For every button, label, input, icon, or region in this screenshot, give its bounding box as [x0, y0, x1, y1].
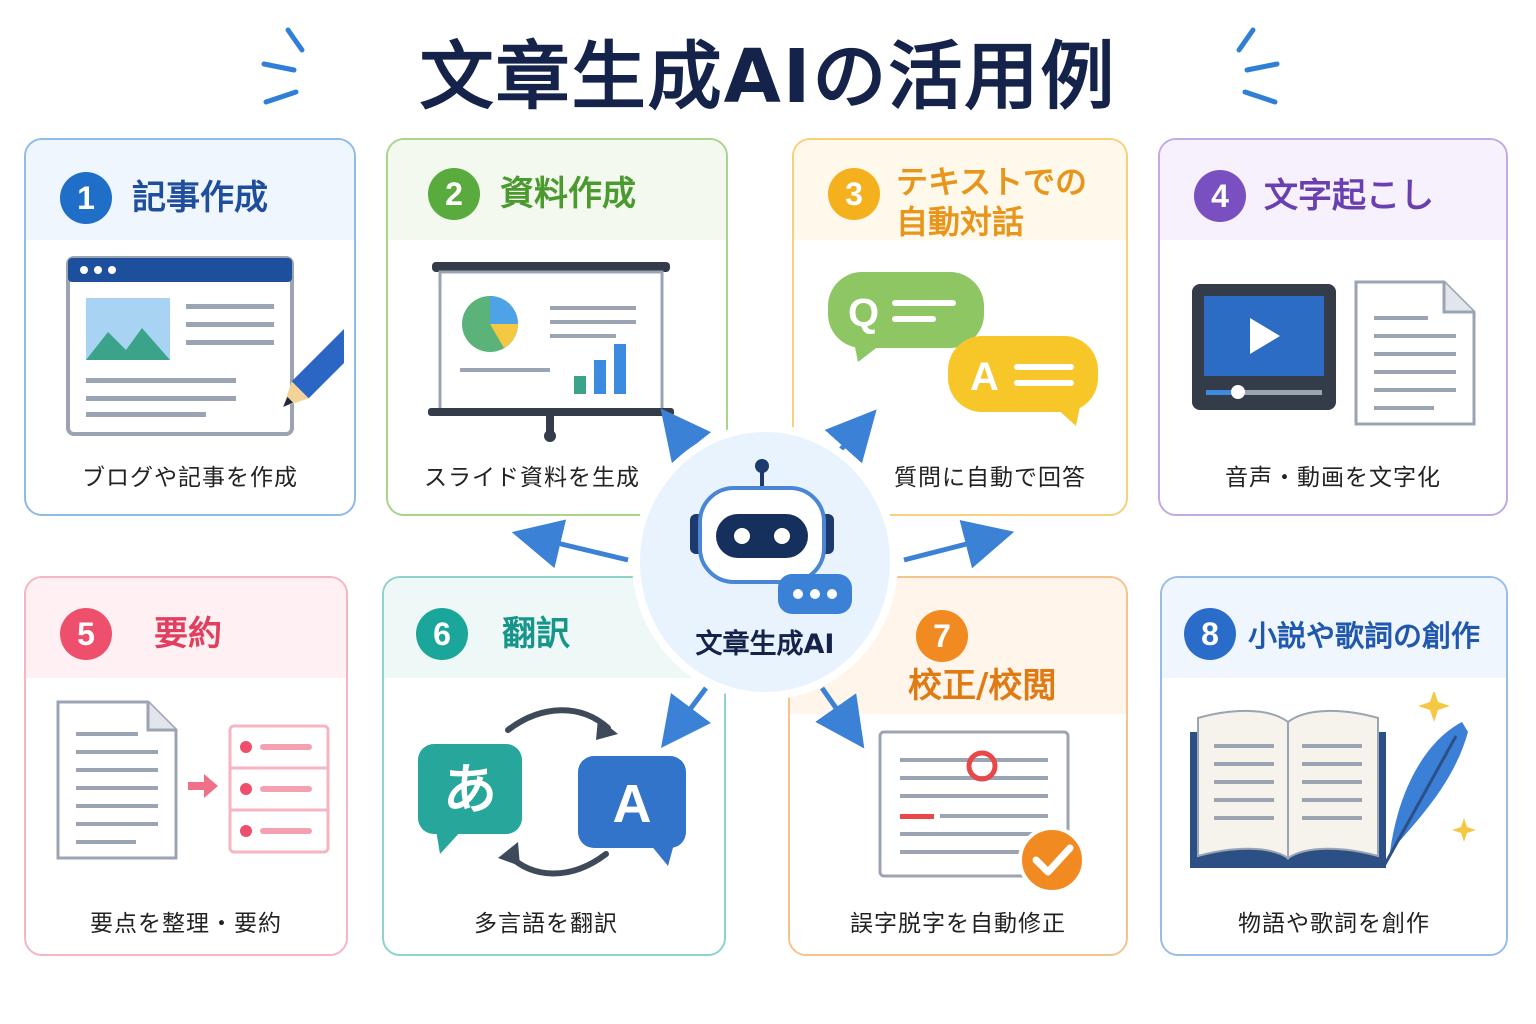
- open-book-quill-icon: [1190, 692, 1476, 868]
- right-sparkle-icon: [1236, 27, 1280, 105]
- video-transcript-icon: [1192, 280, 1476, 426]
- left-sparkle-icon: [261, 27, 305, 105]
- presentation-screen-icon: [428, 262, 674, 442]
- card-document-creation: 2 資料作成 スライド資料を生成: [386, 138, 728, 516]
- card-number-badge: 6: [416, 608, 468, 660]
- card-description: 質問に自動で回答: [894, 465, 1086, 491]
- card-number-badge: 5: [60, 608, 112, 660]
- card-title: 要約: [154, 614, 222, 654]
- center-label: 文章生成AI: [695, 629, 835, 660]
- chat-bubbles-icon: Q A: [828, 272, 1098, 426]
- japanese-char-label: あ: [443, 758, 497, 821]
- card-number-badge: 7: [916, 610, 968, 662]
- card-number-badge: 3: [828, 168, 880, 220]
- arrow-to-card-4: [903, 519, 1015, 569]
- card-title-line1: テキストでの: [896, 163, 1088, 201]
- card-description: ブログや記事を作成: [82, 465, 298, 491]
- robot-icon: [690, 459, 852, 614]
- arrow-to-card-1: [511, 519, 629, 569]
- arrow-to-card-6: [661, 686, 711, 748]
- card-title: 記事作成: [132, 178, 268, 218]
- card-description: 誤字脱字を自動修正: [850, 911, 1066, 937]
- card-proofreading: 7 校正/校閲 誤字脱字を自動修正: [788, 576, 1128, 956]
- card-number-badge: 1: [60, 172, 112, 224]
- card-description: 音声・動画を文字化: [1225, 465, 1441, 491]
- card-title-line2: 自動対話: [896, 203, 1025, 241]
- translation-bubbles-icon: あ A: [418, 707, 686, 877]
- card-title: 翻訳: [502, 614, 570, 654]
- card-description: スライド資料を生成: [424, 465, 640, 491]
- card-title: 校正/校閲: [908, 666, 1057, 706]
- card-description: 多言語を翻訳: [474, 911, 618, 937]
- proofread-document-icon: [878, 730, 1086, 894]
- card-title: 資料作成: [500, 174, 636, 214]
- card-title: 文字起こし: [1264, 176, 1434, 216]
- card-title: 小説や歌詞の創作: [1248, 619, 1481, 653]
- card-number-badge: 4: [1194, 170, 1246, 222]
- card-number-badge: 2: [428, 168, 480, 220]
- web-article-icon: [66, 256, 344, 436]
- card-summary: 5 要約 要点を整理・要約: [24, 576, 348, 956]
- english-char-label: A: [613, 774, 652, 834]
- card-creative-writing: 8 小説や歌詞の創作 物語や歌詞を創作: [1160, 576, 1508, 956]
- card-transcription: 4 文字起こし 音声・動画を文字化: [1158, 138, 1508, 516]
- card-description: 要点を整理・要約: [90, 911, 282, 937]
- answer-label: A: [970, 355, 999, 399]
- card-article-writing: 1 記事作成 ブログや記事を作成: [24, 138, 356, 516]
- card-number-badge: 8: [1184, 608, 1236, 660]
- question-label: Q: [848, 291, 879, 335]
- summarize-document-icon: [56, 700, 330, 860]
- arrow-to-card-7: [815, 686, 865, 749]
- page-title: 文章生成AIの活用例: [419, 34, 1117, 120]
- card-description: 物語や歌詞を創作: [1238, 911, 1430, 937]
